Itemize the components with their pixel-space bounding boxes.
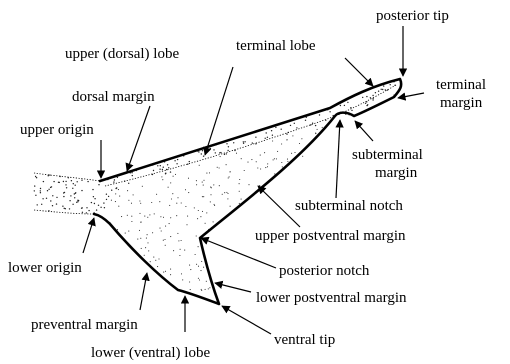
label-subterminal-notch: subterminal notch (295, 198, 403, 214)
label-preventral-margin: preventral margin (31, 317, 138, 333)
arrow-terminal-margin (398, 93, 424, 98)
label-posterior-tip: posterior tip (376, 8, 449, 24)
label-upper-origin: upper origin (20, 122, 94, 138)
label-terminal-lobe: terminal lobe (236, 38, 316, 54)
arrow-ventral-tip (222, 306, 271, 334)
label-lower-origin: lower origin (8, 260, 82, 276)
label-subterminal-margin-line2: margin (375, 165, 418, 181)
label-lower-ventral-lobe: lower (ventral) lobe (91, 345, 210, 361)
peduncle-edge (34, 173, 100, 181)
peduncle-edge (34, 210, 94, 214)
arrow-dorsal-margin (127, 106, 150, 171)
label-subterminal-margin-line1: subterminal (352, 147, 423, 163)
label-terminal-margin-line1: terminal (436, 77, 486, 93)
label-dorsal-margin: dorsal margin (72, 89, 155, 105)
label-ventral-tip: ventral tip (274, 332, 335, 348)
arrow-terminal-lobe (345, 58, 373, 86)
arrow-lower-origin (83, 218, 94, 253)
arrow-subterminal-margin (355, 121, 373, 141)
arrow-preventral-margin (140, 273, 147, 310)
arrow-upper-dorsal-lobe (205, 67, 233, 155)
label-upper-postventral-margin: upper postventral margin (255, 228, 406, 244)
callout-arrows (83, 26, 424, 334)
arrow-lower-postventral-margin (215, 283, 251, 292)
arrow-subterminal-notch (336, 120, 340, 198)
label-terminal-margin-line2: margin (440, 95, 483, 111)
label-posterior-notch: posterior notch (279, 263, 370, 279)
label-lower-postventral-margin: lower postventral margin (256, 290, 407, 306)
arrow-upper-postventral-margin (258, 186, 300, 227)
label-upper-dorsal-lobe: upper (dorsal) lobe (65, 46, 179, 62)
